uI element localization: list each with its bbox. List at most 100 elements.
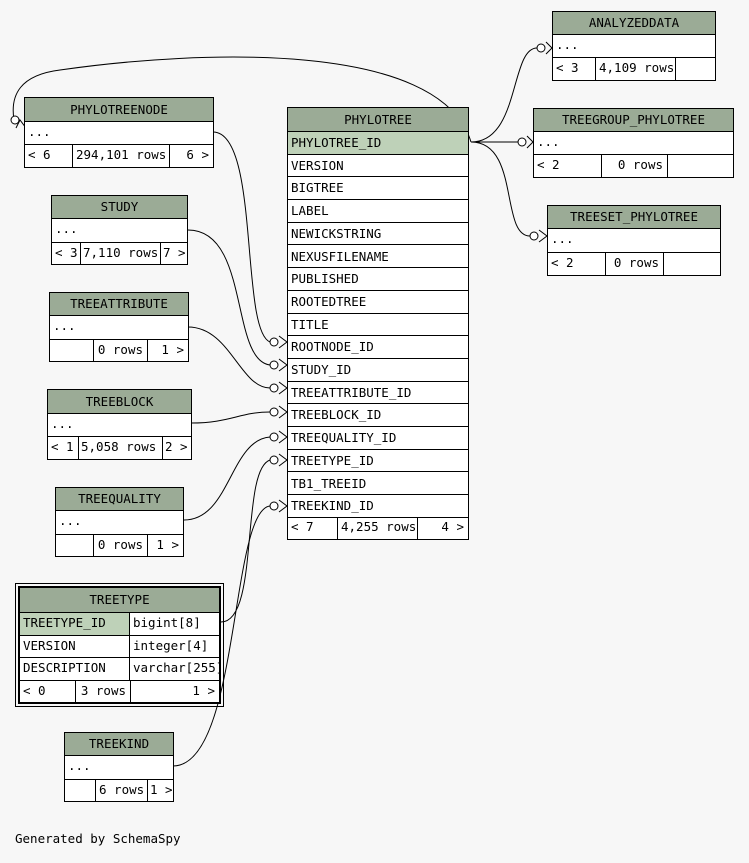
table-title: TREETYPE: [20, 588, 219, 613]
row-count: 0 rows: [601, 155, 667, 177]
row-count: 5,058 rows: [78, 437, 162, 459]
table-study[interactable]: STUDY ... < 3 7,110 rows 7 >: [51, 195, 188, 265]
column-nexusfilename: NEXUSFILENAME: [288, 246, 468, 269]
edge-study: [187, 229, 271, 366]
parents-count: < 6: [28, 147, 51, 162]
children-count: 1 >: [147, 535, 183, 556]
row-count: 7,110 rows: [80, 243, 160, 264]
parents-count: < 2: [551, 255, 574, 270]
children-count: 6 >: [169, 145, 213, 167]
column-treeattribute-id: TREEATTRIBUTE_ID: [288, 382, 468, 405]
column-published: PUBLISHED: [288, 268, 468, 291]
column-name: DESCRIPTION: [20, 658, 129, 681]
column-name: VERSION: [20, 636, 129, 658]
table-title: TREEKIND: [65, 733, 173, 756]
row-count: 294,101 rows: [72, 145, 169, 167]
table-treeset-phylotree[interactable]: TREESET_PHYLOTREE ... < 2 0 rows: [547, 205, 721, 276]
edge-analyzeddata: [470, 47, 538, 143]
column-treekind-id: TREEKIND_ID: [288, 495, 468, 518]
column-treequality-id: TREEQUALITY_ID: [288, 427, 468, 450]
table-title: TREEGROUP_PHYLOTREE: [534, 109, 733, 132]
parents-count: < 3: [556, 60, 579, 75]
row-count: 4,109 rows: [595, 58, 675, 80]
parents-count: < 7: [291, 519, 314, 534]
table-title: TREEATTRIBUTE: [50, 293, 188, 316]
table-treetype[interactable]: TREETYPE TREETYPE_ID bigint[8] VERSION i…: [15, 583, 224, 707]
column-label: LABEL: [288, 200, 468, 223]
edge-treeattribute: [187, 326, 271, 389]
parents-count: [65, 780, 95, 801]
table-ellipsis: ...: [65, 756, 173, 780]
column-type: integer[4]: [129, 636, 219, 658]
parents-count: [50, 340, 93, 361]
children-count: [663, 253, 720, 275]
column-rootedtree: ROOTEDTREE: [288, 291, 468, 314]
edge-treeset: [470, 141, 531, 237]
edge-treetype: [220, 459, 271, 623]
table-treegroup-phylotree[interactable]: TREEGROUP_PHYLOTREE ... < 2 0 rows: [533, 108, 734, 178]
table-treeblock[interactable]: TREEBLOCK ... < 1 5,058 rows 2 >: [47, 389, 192, 460]
footer-credit: Generated by SchemaSpy: [15, 831, 181, 846]
column-type: varchar[255]: [129, 658, 219, 681]
column-bigtree: BIGTREE: [288, 177, 468, 201]
column-newickstring: NEWICKSTRING: [288, 223, 468, 246]
children-count: 4 >: [417, 517, 468, 539]
table-title: TREESET_PHYLOTREE: [548, 206, 720, 229]
parents-count: < 1: [51, 439, 74, 454]
row-count: 4,255 rows: [337, 517, 417, 539]
column-type: bigint[8]: [129, 613, 219, 636]
table-ellipsis: ...: [50, 316, 188, 340]
children-count: 1 >: [147, 780, 173, 801]
children-count: [675, 58, 715, 80]
table-ellipsis: ...: [48, 414, 191, 437]
table-title: TREEQUALITY: [56, 488, 183, 511]
column-treetype-id: TREETYPE_ID: [288, 450, 468, 473]
parents-count: [56, 535, 93, 556]
table-title: TREEBLOCK: [48, 390, 191, 414]
edge-phylotreenode-parent: [12, 56, 472, 143]
edge-treequality: [183, 436, 271, 521]
table-analyzeddata[interactable]: ANALYZEDDATA ... < 3 4,109 rows: [552, 11, 716, 81]
table-phylotreenode[interactable]: PHYLOTREENODE ... < 6 294,101 rows 6 >: [24, 97, 214, 168]
children-count: 1 >: [130, 681, 219, 702]
row-count: 6 rows: [95, 780, 147, 801]
table-ellipsis: ...: [553, 35, 715, 58]
edge-rootnode: [212, 131, 271, 343]
row-count: 0 rows: [605, 253, 663, 275]
children-count: 2 >: [162, 437, 191, 459]
parents-count: < 0: [23, 683, 46, 698]
table-ellipsis: ...: [25, 122, 213, 145]
table-treeattribute[interactable]: TREEATTRIBUTE ... 0 rows 1 >: [49, 292, 189, 362]
row-count: 0 rows: [93, 340, 147, 361]
parents-count: < 3: [55, 245, 78, 260]
table-title: PHYLOTREE: [288, 108, 468, 132]
children-count: [667, 155, 733, 177]
column-title: TITLE: [288, 314, 468, 337]
table-ellipsis: ...: [52, 219, 187, 243]
children-count: 1 >: [147, 340, 188, 361]
column-phylotree-id: PHYLOTREE_ID: [288, 132, 468, 155]
table-title: ANALYZEDDATA: [553, 12, 715, 35]
table-ellipsis: ...: [548, 229, 720, 253]
column-study-id: STUDY_ID: [288, 359, 468, 382]
table-title: PHYLOTREENODE: [25, 98, 213, 122]
table-title: STUDY: [52, 196, 187, 219]
row-count: 3 rows: [75, 681, 130, 702]
table-treekind[interactable]: TREEKIND ... 6 rows 1 >: [64, 732, 174, 802]
children-count: 7 >: [160, 243, 187, 264]
edge-treeblock: [190, 411, 271, 424]
row-count: 0 rows: [93, 535, 147, 556]
parents-count: < 2: [537, 157, 560, 172]
table-ellipsis: ...: [534, 132, 733, 155]
column-treeblock-id: TREEBLOCK_ID: [288, 404, 468, 428]
table-treequality[interactable]: TREEQUALITY ... 0 rows 1 >: [55, 487, 184, 557]
edge-treekind: [172, 505, 271, 767]
table-ellipsis: ...: [56, 511, 183, 535]
column-rootnode-id: ROOTNODE_ID: [288, 336, 468, 359]
column-version: VERSION: [288, 155, 468, 178]
column-name: TREETYPE_ID: [20, 613, 129, 636]
column-tb1-treeid: TB1_TREEID: [288, 473, 468, 496]
